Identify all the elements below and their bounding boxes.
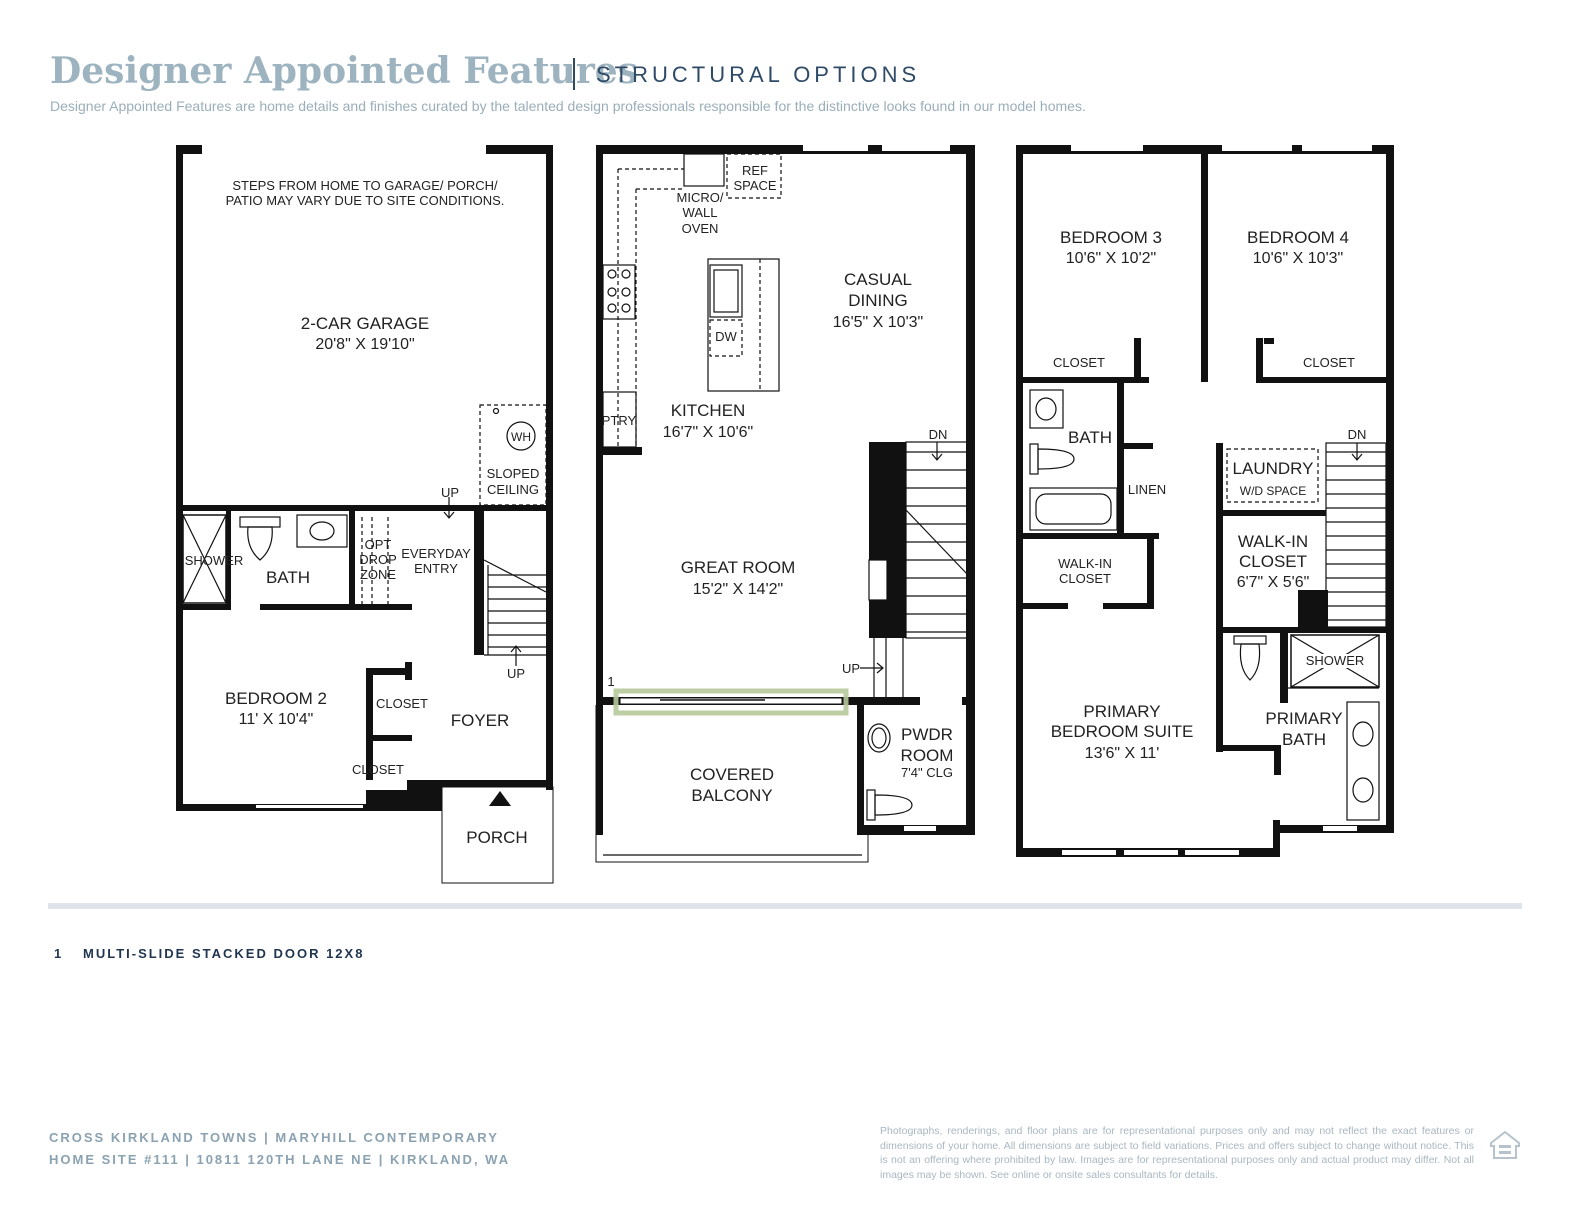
room-dimensions: 10'6" X 10'3" — [1253, 250, 1343, 267]
room-label: KITCHEN — [671, 401, 746, 420]
garage-note: PATIO MAY VARY DUE TO SITE CONDITIONS. — [226, 193, 505, 208]
room-label: PRIMARY — [1083, 702, 1160, 721]
stair-label: UP — [507, 666, 525, 681]
room-label: PORCH — [466, 828, 527, 847]
appliance-label: MICRO/ — [677, 190, 724, 205]
section-title: STRUCTURAL OPTIONS — [596, 62, 921, 87]
room-label: CLOSET — [352, 762, 404, 777]
room-label: COVERED — [690, 765, 774, 784]
room-label: LAUNDRY — [1233, 459, 1314, 478]
room-label: BATH — [1068, 428, 1112, 447]
note-number: 1 — [54, 946, 62, 961]
option-marker: 1 — [607, 674, 614, 689]
equal-housing-icon — [1490, 1130, 1520, 1159]
room-label: BALCONY — [691, 786, 772, 805]
stair-label: UP — [441, 485, 459, 500]
room-label: LINEN — [1128, 482, 1166, 497]
room-dimensions: 16'5" X 10'3" — [833, 314, 923, 331]
room-label: CLOSET — [1239, 552, 1307, 571]
room-label: WALK-IN — [1058, 556, 1112, 571]
room-label: ZONE — [360, 567, 396, 582]
appliance-label: WALL — [683, 205, 718, 220]
appliance-label: DW — [715, 329, 737, 344]
room-label: CEILING — [487, 482, 539, 497]
room-dimensions: 15'2" X 14'2" — [693, 581, 783, 598]
room-label: SHOWER — [1306, 653, 1365, 668]
appliance-label: SPACE — [733, 178, 776, 193]
room-label: PWDR — [901, 725, 953, 744]
room-label: BATH — [266, 568, 310, 587]
room-label: CLOSET — [376, 696, 428, 711]
room-label: 2-CAR GARAGE — [301, 314, 429, 333]
room-label: CLOSET — [1303, 355, 1355, 370]
room-dimensions: 13'6" X 11' — [1085, 745, 1160, 762]
room-dimensions: 7'4" CLG — [901, 765, 953, 780]
room-label: SLOPED — [487, 466, 540, 481]
room-label: SHOWER — [185, 553, 244, 568]
community-info: CROSS KIRKLAND TOWNS | MARYHILL CONTEMPO… — [49, 1130, 499, 1145]
garage-note: STEPS FROM HOME TO GARAGE/ PORCH/ — [232, 178, 498, 193]
room-label: WALK-IN — [1238, 532, 1308, 551]
room-dimensions: 11' X 10'4" — [239, 711, 314, 728]
room-label: CLOSET — [1059, 571, 1111, 586]
stair-label: DN — [929, 427, 948, 442]
appliance-label: REF — [742, 163, 768, 178]
room-label: BEDROOM 3 — [1060, 228, 1162, 247]
room-label: DROP — [359, 552, 397, 567]
title-divider — [573, 58, 575, 90]
room-label: ENTRY — [414, 561, 458, 576]
room-label: CLOSET — [1053, 355, 1105, 370]
home-site-info: HOME SITE #111 | 10811 120TH LANE NE | K… — [49, 1152, 511, 1167]
room-label: DINING — [848, 291, 908, 310]
multi-slide-door-highlight — [613, 688, 849, 716]
room-label: PTRY — [602, 413, 637, 428]
room-label: EVERYDAY — [401, 546, 471, 561]
room-label: BEDROOM 4 — [1247, 228, 1349, 247]
room-label: BATH — [1282, 730, 1326, 749]
room-dimensions: 20'8" X 19'10" — [315, 336, 414, 353]
room-label: FOYER — [451, 711, 510, 730]
room-label: PRIMARY — [1265, 709, 1342, 728]
disclaimer: Photographs, renderings, and floor plans… — [880, 1125, 1474, 1181]
appliance-label: OVEN — [682, 221, 719, 236]
section-divider — [48, 903, 1522, 909]
page-subtitle: Designer Appointed Features are home det… — [50, 98, 1086, 114]
note-text: MULTI-SLIDE STACKED DOOR 12X8 — [83, 946, 365, 961]
page-title: Designer Appointed Features — [50, 50, 638, 92]
room-label: W/D SPACE — [1240, 484, 1306, 498]
stair-label: UP — [842, 661, 860, 676]
room-label: GREAT ROOM — [681, 558, 796, 577]
room-label: ROOM — [901, 746, 954, 765]
room-label: BEDROOM 2 — [225, 689, 327, 708]
room-label: CASUAL — [844, 270, 912, 289]
room-label: BEDROOM SUITE — [1051, 722, 1194, 741]
room-dimensions: 10'6" X 10'2" — [1066, 250, 1156, 267]
stair-label: DN — [1348, 427, 1367, 442]
water-heater-label: WH — [511, 430, 531, 444]
room-dimensions: 6'7" X 5'6" — [1237, 574, 1310, 591]
room-dimensions: 16'7" X 10'6" — [663, 424, 753, 441]
room-label: OPT — [365, 537, 392, 552]
